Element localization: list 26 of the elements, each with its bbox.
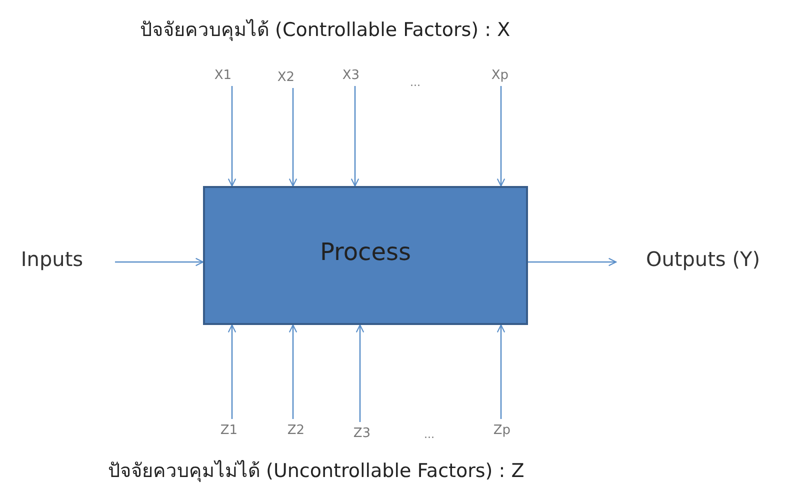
arrow xyxy=(350,86,360,187)
ellipsis-label: ... xyxy=(424,428,434,441)
heading: ปัจจัยควบคุมได้ (Controllable Factors) : X xyxy=(140,18,510,43)
arrow xyxy=(115,258,204,266)
arrow xyxy=(496,324,506,419)
arrow xyxy=(528,258,617,266)
process-box xyxy=(203,186,528,325)
arrow xyxy=(356,324,364,422)
node-label: Z1 xyxy=(216,421,242,439)
arrow xyxy=(496,86,506,187)
node-label: X3 xyxy=(338,66,364,84)
node-label: Z3 xyxy=(348,424,376,442)
node-label: Xp xyxy=(486,66,514,84)
process-label: Process xyxy=(320,238,412,266)
node-label: Outputs (Y) xyxy=(628,246,778,272)
node-label: Z2 xyxy=(282,421,310,439)
node-label: Inputs xyxy=(6,246,98,272)
caption: ปัจจัยควบคุมไม่ได้ (Uncontrollable Factors) : Z xyxy=(108,459,524,484)
node-label: Zp xyxy=(488,421,516,439)
ellipsis-label: ... xyxy=(410,76,420,89)
arrow xyxy=(288,324,298,419)
arrow xyxy=(288,88,298,187)
arrow xyxy=(228,324,236,419)
node-label: X2 xyxy=(273,68,299,86)
node-label: X1 xyxy=(210,66,236,84)
arrow xyxy=(228,86,236,187)
